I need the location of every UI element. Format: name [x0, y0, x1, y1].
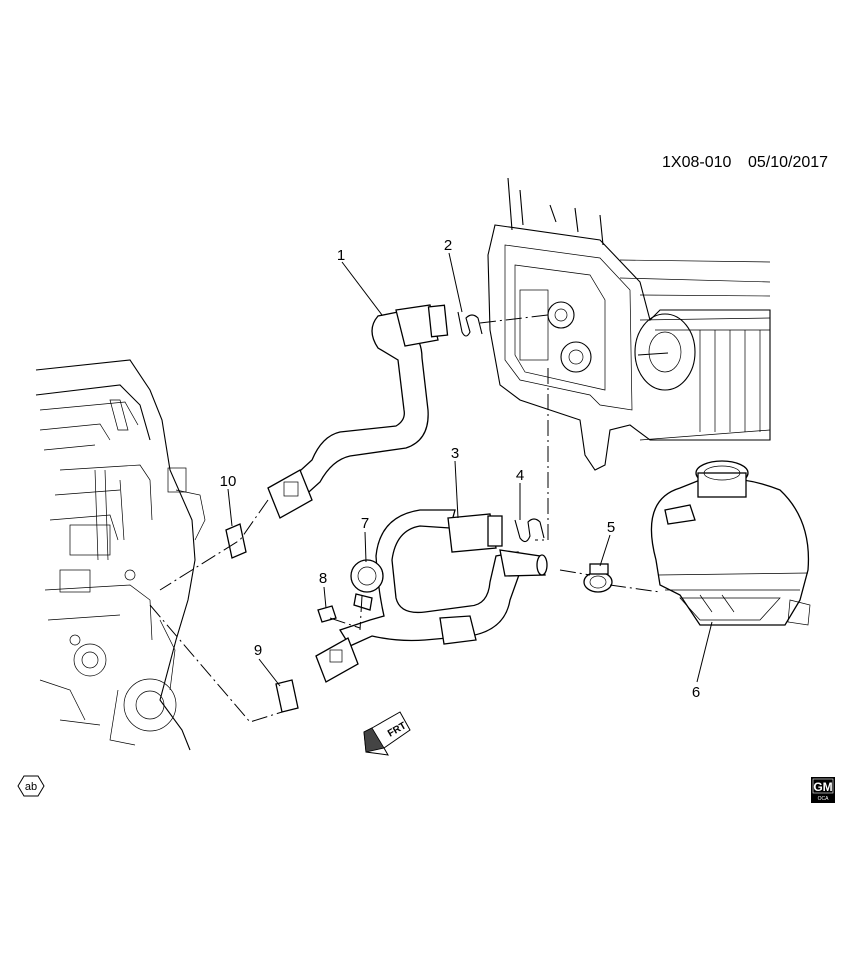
- front-direction-arrow: FRT: [363, 711, 411, 756]
- engine-block: [35, 359, 206, 751]
- callout-3: 3: [451, 445, 459, 462]
- callout-2: 2: [444, 237, 452, 254]
- clip-9: [275, 679, 299, 713]
- callout-6: 6: [692, 684, 700, 701]
- heater-inlet-hose: [267, 304, 449, 519]
- ab-badge: ab: [17, 775, 45, 797]
- gm-logo: GM OCA: [811, 777, 835, 803]
- heater-housing: [487, 177, 771, 471]
- gm-logo-sub: OCA: [818, 796, 830, 802]
- heater-outlet-hose: [315, 509, 548, 683]
- clamp-4: [514, 518, 545, 543]
- callout-7: 7: [361, 515, 369, 532]
- callout-9: 9: [254, 642, 262, 659]
- clip-10: [225, 523, 247, 559]
- diagram-id: 1X08-010: [662, 154, 731, 171]
- coolant-reservoir: [650, 460, 811, 626]
- callout-8: 8: [319, 570, 327, 587]
- callout-leaders: [227, 252, 713, 687]
- clamp-5: [583, 563, 613, 593]
- callout-5: 5: [607, 519, 615, 536]
- assembly-lines: [149, 314, 661, 723]
- callout-4: 4: [516, 467, 524, 484]
- clamp-2: [457, 311, 483, 337]
- diagram-date: 05/10/2017: [748, 154, 828, 171]
- callout-10: 10: [220, 473, 237, 490]
- ab-badge-text: ab: [25, 781, 37, 793]
- gm-logo-text: GM: [813, 780, 832, 794]
- callout-1: 1: [337, 247, 345, 264]
- clamp-7: [350, 559, 384, 611]
